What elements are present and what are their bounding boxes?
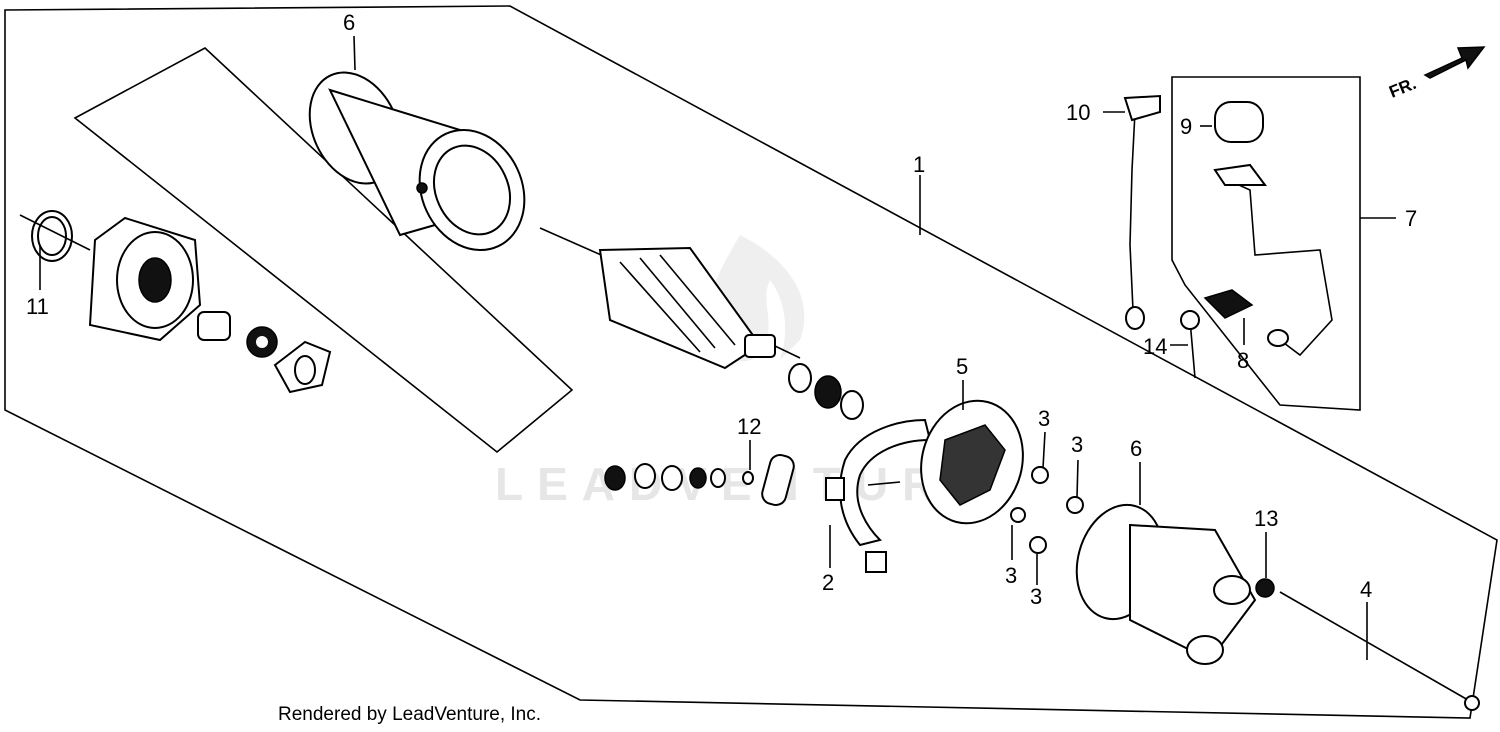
yoke-sub-outline bbox=[73, 47, 574, 454]
callout-labels: 6 1 11 10 9 7 8 14 12 5 3 3 6 3 3 2 13 4 bbox=[26, 10, 1417, 609]
leader-lines bbox=[39, 35, 1396, 660]
nut-part bbox=[1031, 466, 1049, 484]
watermark-text: LEADVENTURE bbox=[495, 458, 994, 510]
nut-part bbox=[1010, 507, 1026, 523]
callout-4: 4 bbox=[1360, 577, 1372, 602]
front-arrow-label: FR. bbox=[1386, 74, 1419, 102]
callout-5: 5 bbox=[956, 354, 968, 379]
callout-6-case: 6 bbox=[343, 10, 355, 35]
washer-part bbox=[814, 375, 842, 409]
washer-part bbox=[788, 363, 812, 393]
callout-3-c: 3 bbox=[1005, 563, 1017, 588]
watermark: LEADVENTURE bbox=[495, 235, 994, 510]
callout-3-a: 3 bbox=[1038, 406, 1050, 431]
callout-6-rear: 6 bbox=[1130, 436, 1142, 461]
washer-part bbox=[840, 390, 864, 420]
rear-cover-part bbox=[1075, 503, 1257, 665]
front-cover-part bbox=[88, 216, 332, 394]
callout-11: 11 bbox=[26, 294, 49, 319]
callout-2: 2 bbox=[822, 570, 834, 595]
callout-14: 14 bbox=[1143, 334, 1167, 359]
armature-part bbox=[539, 227, 801, 370]
brush-plate-part bbox=[920, 399, 1024, 525]
terminal-cap-part bbox=[1214, 101, 1264, 143]
callout-13: 13 bbox=[1254, 506, 1278, 531]
motor-case-part bbox=[308, 71, 526, 252]
callout-8: 8 bbox=[1237, 348, 1249, 373]
callout-10: 10 bbox=[1066, 100, 1090, 125]
footer-credit: Rendered by LeadVenture, Inc. bbox=[278, 704, 542, 725]
callout-12: 12 bbox=[737, 414, 761, 439]
terminal-hardware bbox=[604, 453, 795, 507]
callout-3-d: 3 bbox=[1030, 584, 1042, 609]
nut-part bbox=[1029, 536, 1047, 554]
callout-1: 1 bbox=[913, 152, 925, 177]
callout-3-b: 3 bbox=[1071, 432, 1083, 457]
nut-part bbox=[1066, 496, 1084, 514]
callout-7: 7 bbox=[1405, 206, 1417, 231]
cable-assembly bbox=[1123, 94, 1333, 379]
callout-9: 9 bbox=[1180, 114, 1192, 139]
brush-holder-part bbox=[825, 418, 932, 573]
main-assembly-outline bbox=[4, 5, 1498, 719]
through-bolt-part bbox=[1279, 591, 1480, 711]
nut-part bbox=[1255, 578, 1275, 598]
cable-inset-outline bbox=[1171, 76, 1361, 411]
front-arrow: FR. bbox=[1386, 46, 1486, 102]
